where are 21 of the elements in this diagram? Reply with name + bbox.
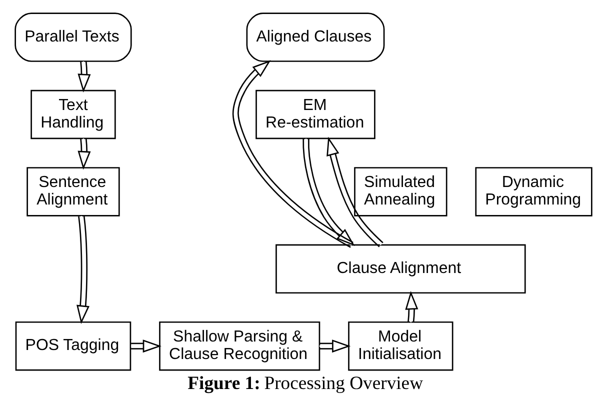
arrow: [326, 136, 384, 248]
arrow: [78, 61, 91, 93]
node-box: Simulated Annealing: [354, 167, 448, 216]
node-box: POS Tagging: [15, 321, 132, 371]
node-box: Sentence Alignment: [26, 167, 120, 216]
arrow: [131, 340, 162, 353]
node-box: Aligned Clauses: [246, 12, 385, 62]
node-box: Parallel Texts: [14, 12, 132, 62]
node-box: Shallow Parsing & Clause Recognition: [159, 321, 320, 371]
node-box: EM Re-estimation: [256, 90, 376, 140]
arrow: [320, 340, 351, 353]
caption: Figure 1: Processing Overview: [188, 372, 424, 394]
arrow: [302, 138, 355, 246]
node-box: Clause Alignment: [276, 244, 526, 294]
arrow: [76, 216, 90, 324]
arrow: [78, 138, 91, 170]
arrow: [232, 60, 354, 248]
arrow: [405, 290, 418, 322]
node-box: Text Handling: [30, 90, 116, 140]
node-box: Dynamic Programming: [475, 167, 592, 216]
node-box: Model Initialisation: [348, 321, 454, 371]
